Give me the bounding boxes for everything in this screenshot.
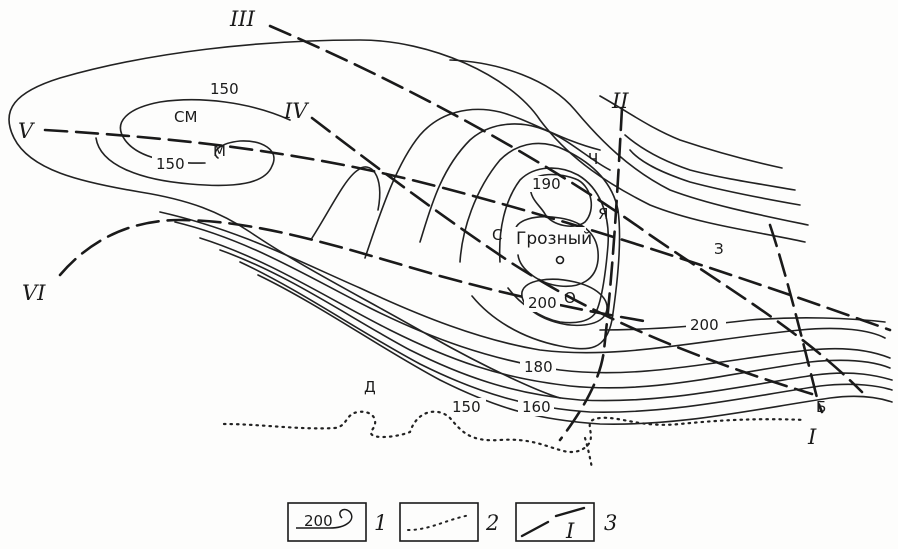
profile-label-VI: VI [22, 281, 46, 305]
contour-grozny-3 [419, 123, 611, 243]
place-label-s: С [492, 226, 502, 244]
contour-150-south [257, 274, 893, 425]
contour-south-3 [219, 249, 893, 402]
contour-150-inner [95, 137, 275, 187]
contour-east-200 [599, 317, 886, 331]
profile-line-III [268, 24, 864, 394]
contour-grozny-1 [311, 166, 381, 239]
place-label-m: М [213, 142, 226, 160]
place-label-o: О [564, 289, 576, 307]
contour-label-160: 160 [522, 398, 551, 416]
place-label-z: З [714, 240, 724, 258]
place-label-d: Д [364, 378, 376, 396]
boundary-dotted-line [222, 410, 807, 454]
legend-item2-num: 2 [485, 511, 499, 535]
contour-label-150-inner: 150 [156, 155, 185, 173]
legend-box-2 [399, 502, 479, 542]
profile-lines [43, 24, 892, 442]
contour-outer-north [8, 39, 806, 399]
contour-north-3 [599, 95, 783, 169]
contour-grozny-4 [459, 142, 621, 350]
contour-180 [199, 237, 891, 389]
contour-north-2 [449, 59, 809, 226]
profile-label-III: III [229, 7, 256, 31]
legend-contour-sample [296, 508, 353, 529]
profile-label-II: II [611, 89, 629, 113]
profile-label-I: I [807, 425, 817, 449]
legend-item1-sample: 200 [304, 512, 333, 530]
legend-profile-sample [520, 506, 586, 538]
boundary-dotted-tail [583, 436, 594, 470]
legend-box-1 [287, 502, 367, 542]
legend-item3-num: 3 [604, 511, 617, 535]
contour-label-200-east: 200 [690, 316, 719, 334]
place-label-sm: СМ [174, 108, 197, 126]
profile-label-IV: IV [283, 99, 309, 123]
contour-150-west [119, 98, 291, 164]
legend-item3-sample: I [565, 519, 575, 543]
profile-label-V: V [18, 119, 35, 143]
contour-north-5 [629, 149, 801, 206]
contour-label-200-south: 200 [528, 294, 557, 312]
profile-line-V [43, 128, 892, 332]
contour-lines [8, 39, 893, 425]
place-label-ya: Я [598, 205, 608, 223]
contour-grozny-5 [498, 167, 610, 324]
contour-label-150-south: 150 [452, 398, 481, 416]
contour-label-190: 190 [532, 175, 561, 193]
contour-south-1 [159, 211, 886, 354]
legend-item1-num: 1 [374, 511, 387, 535]
contour-north-4 [624, 134, 796, 191]
place-label-b: Б [816, 398, 826, 416]
legend-boundary-sample [407, 514, 471, 531]
profile-line-II [558, 106, 624, 442]
city-label-grozny: Грозный [516, 229, 592, 249]
profile-line-VI [58, 218, 652, 324]
profile-line-I [768, 223, 824, 414]
city-marker-grozny [555, 255, 565, 265]
place-label-ch: Ч [588, 150, 598, 168]
contour-label-150-top: 150 [210, 80, 239, 98]
legend: 200 1 2 I 3 [287, 502, 617, 543]
contour-160 [239, 261, 893, 413]
profile-line-IV [310, 116, 814, 396]
legend-box-3 [515, 502, 595, 542]
contour-label-180: 180 [524, 358, 553, 376]
